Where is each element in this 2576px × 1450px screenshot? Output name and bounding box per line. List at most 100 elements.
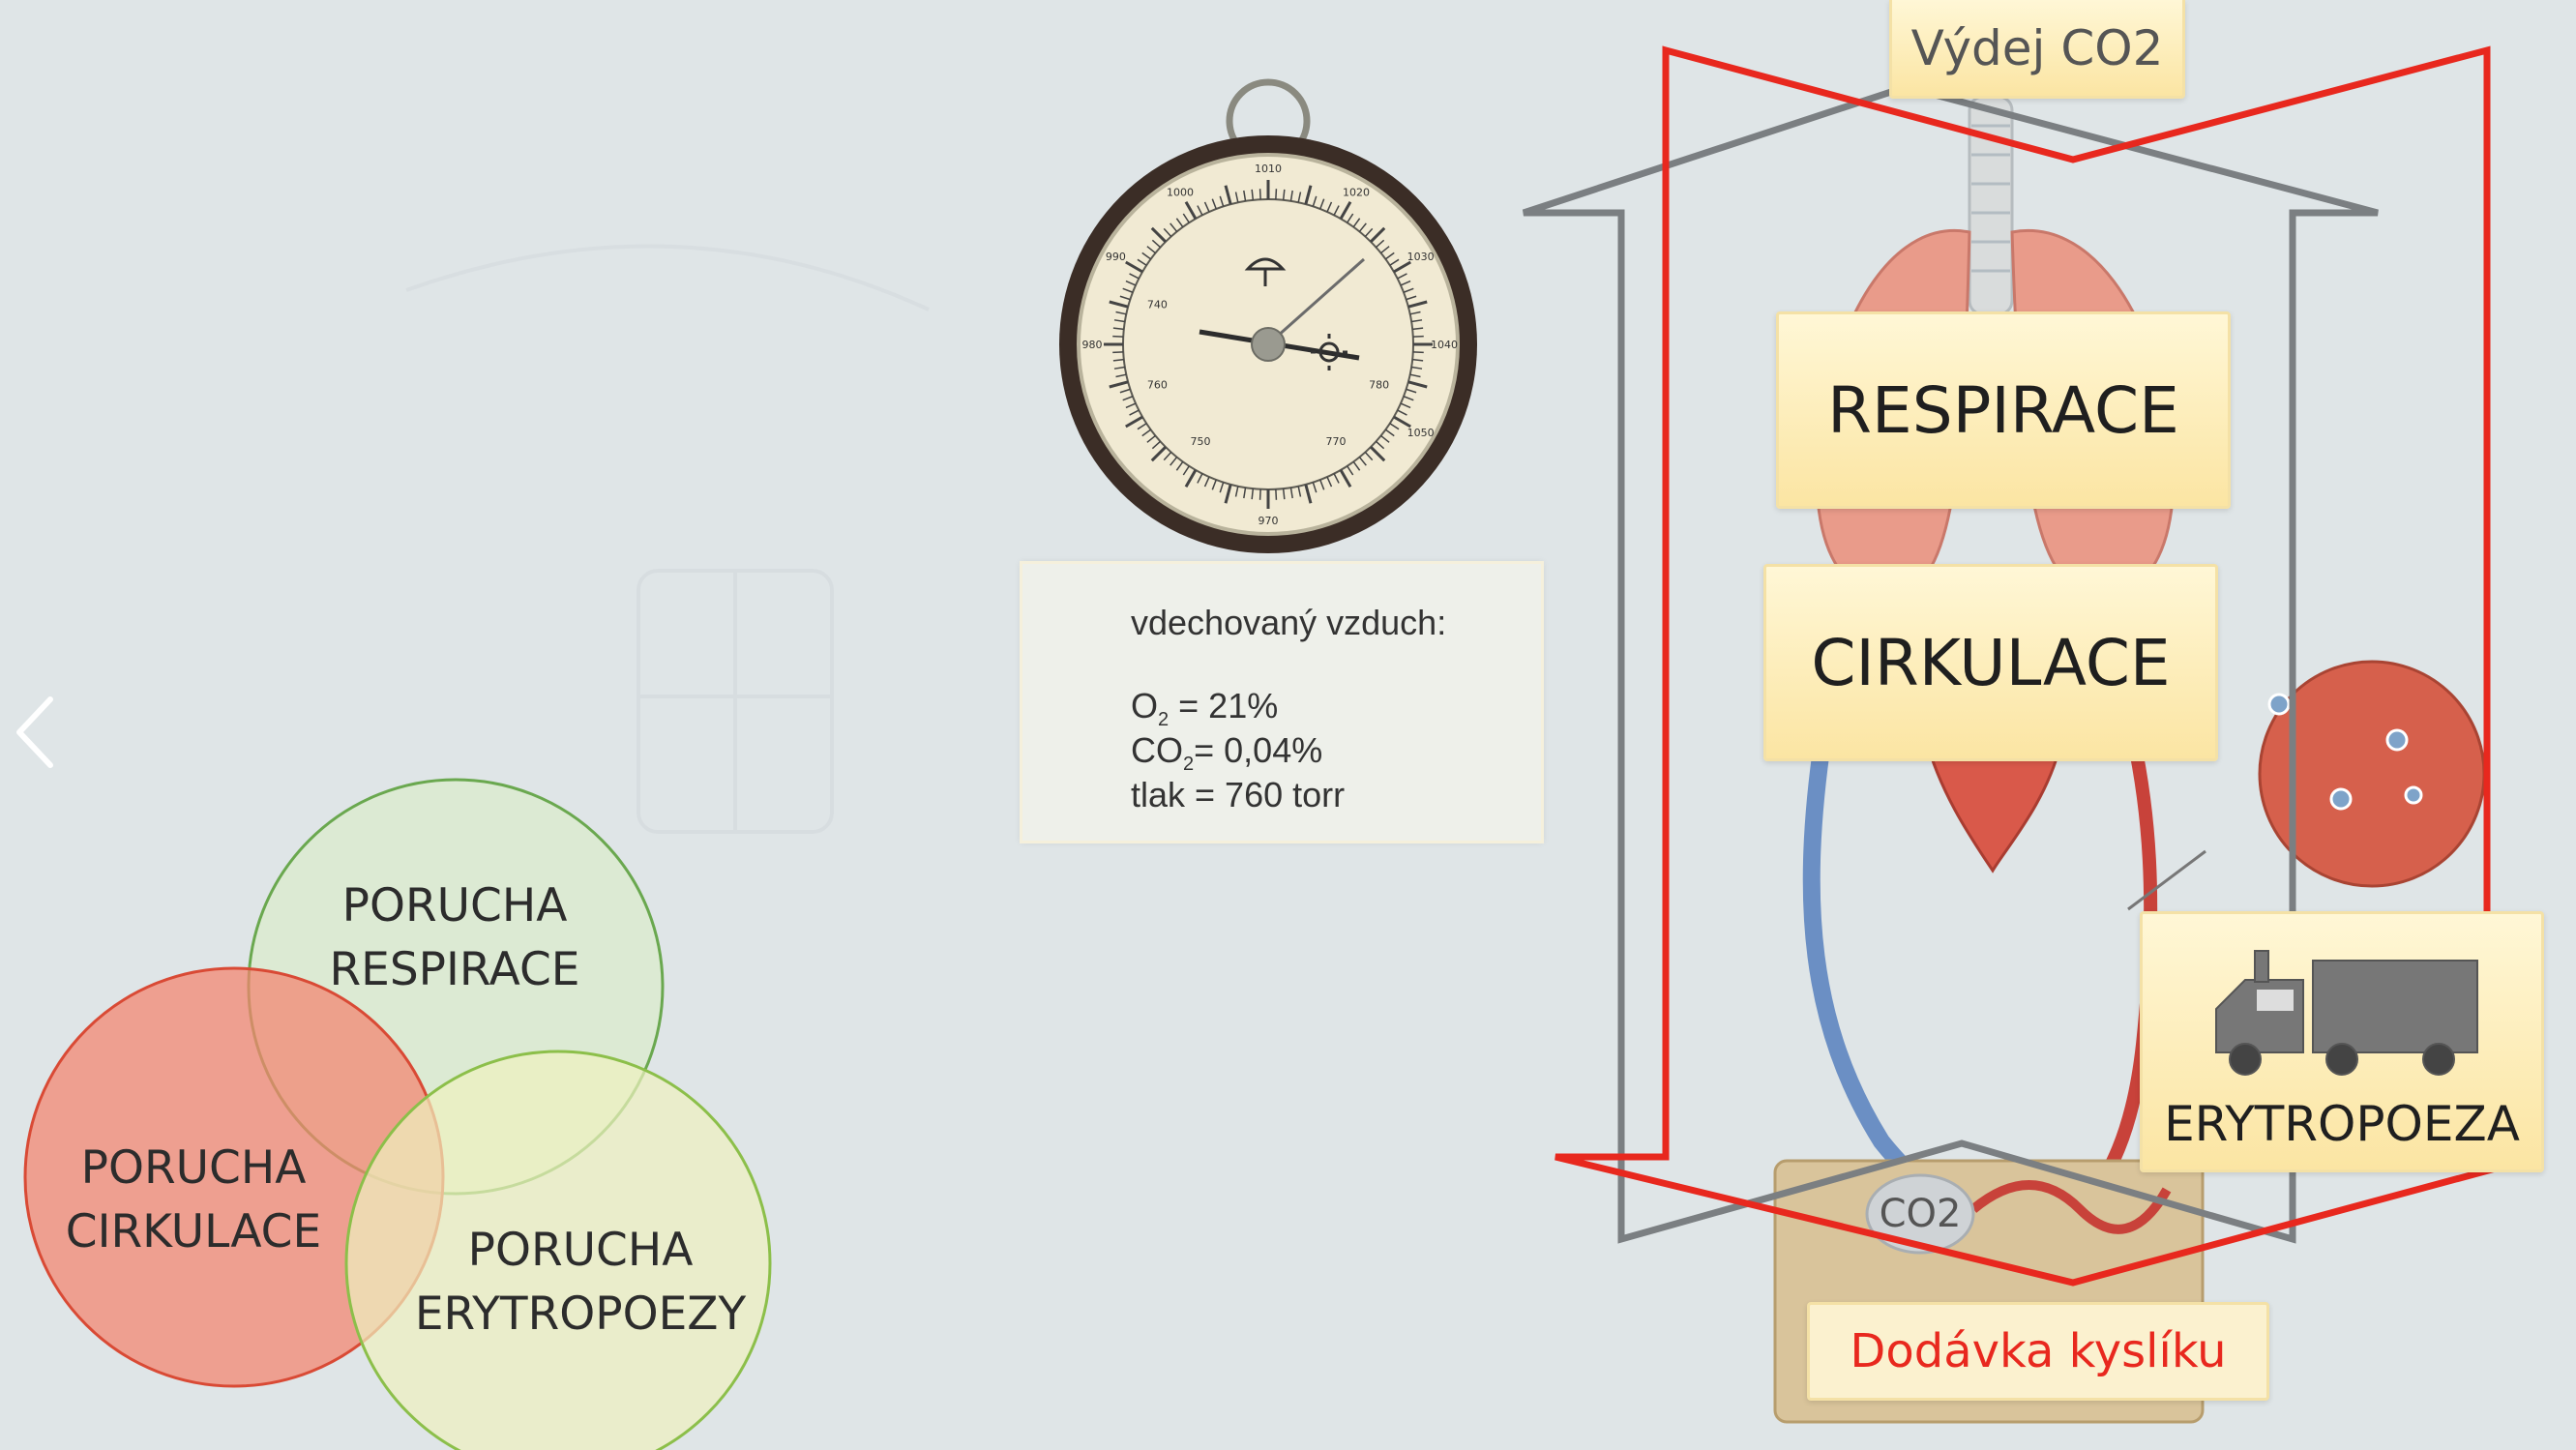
barometer-tick xyxy=(1151,239,1162,249)
barometer-tick xyxy=(1389,258,1400,266)
barometer-tick xyxy=(1347,213,1354,223)
barometer-tick xyxy=(1406,295,1417,301)
barometer-tick xyxy=(1364,451,1374,461)
barometer-tick xyxy=(1403,287,1414,293)
barometer-tick xyxy=(1384,429,1395,437)
barometer-tick xyxy=(1109,380,1129,389)
barometer-tick xyxy=(1407,300,1428,309)
barometer-tick xyxy=(1375,239,1385,249)
barometer-tick xyxy=(1319,198,1325,210)
barometer-tick xyxy=(1412,335,1424,338)
cirkulace-label: CIRKULACE xyxy=(1763,564,2218,761)
dodavka-kysliku-label: Dodávka kyslíku xyxy=(1807,1302,2269,1401)
barometer-scale-label: 1050 xyxy=(1407,427,1435,439)
barometer-tick xyxy=(1304,484,1313,504)
barometer-tick xyxy=(1339,201,1352,220)
umbrella-icon xyxy=(1244,257,1287,286)
barometer-tick xyxy=(1400,402,1411,409)
barometer-tick xyxy=(1125,415,1143,429)
barometer-tick xyxy=(1411,319,1423,323)
barometer-tick xyxy=(1393,260,1411,274)
barometer-tick xyxy=(1411,366,1423,370)
barometer-tick xyxy=(1197,473,1203,484)
barometer-scale-label: 1030 xyxy=(1407,251,1435,263)
barometer-tick xyxy=(1347,465,1354,476)
barometer-tick xyxy=(1115,373,1127,378)
barometer-tick xyxy=(1163,451,1172,461)
barometer-tick xyxy=(1339,469,1352,488)
barometer-tick xyxy=(1333,473,1340,484)
barometer-tick xyxy=(1319,479,1325,490)
barometer-scale-label: 1010 xyxy=(1255,163,1282,175)
barometer-tick xyxy=(1370,226,1386,243)
pressure-value: tlak = 760 torr xyxy=(1131,775,1346,814)
barometer-tick xyxy=(1150,446,1167,462)
barometer-tick xyxy=(1137,423,1147,430)
barometer-tick xyxy=(1275,189,1278,200)
barometer-tick xyxy=(1403,396,1414,401)
barometer-tick xyxy=(1219,482,1225,493)
venn-circle-erytropoezy xyxy=(344,1050,772,1450)
barometer-tick xyxy=(1113,366,1125,370)
barometer-scale-label: 990 xyxy=(1106,251,1126,263)
barometer-tick xyxy=(1150,226,1167,243)
barometer-tick xyxy=(1370,446,1386,462)
inhaled-air-info-box: vdechovaný vzduch: O2 = 21% CO2= 0,04% t… xyxy=(1020,561,1544,843)
barometer-tick xyxy=(1203,476,1210,488)
barometer-tick xyxy=(1234,486,1239,497)
barometer-tick xyxy=(1380,434,1390,443)
barometer-tick xyxy=(1282,488,1286,500)
barometer-tick xyxy=(1112,327,1124,331)
barometer-tick xyxy=(1297,486,1302,497)
barometer-tick xyxy=(1326,476,1333,488)
barometer-tick xyxy=(1380,246,1390,254)
respirace-label: RESPIRACE xyxy=(1776,311,2231,509)
barometer-tick xyxy=(1163,227,1172,238)
barometer-scale-label: 1020 xyxy=(1343,186,1370,198)
barometer-tick xyxy=(1234,192,1239,203)
barometer-tick xyxy=(1389,423,1400,430)
barometer-tick xyxy=(1146,434,1156,443)
barometer-scale-label: 1040 xyxy=(1431,339,1458,351)
barometer-tick xyxy=(1358,457,1367,466)
barometer-tick xyxy=(1184,469,1198,488)
barometer-tick xyxy=(1211,479,1217,490)
barometer-tick xyxy=(1175,460,1184,471)
magnifier-line xyxy=(2127,849,2206,911)
barometer-tick xyxy=(1412,358,1424,362)
erytropoeza-label: ERYTROPOEZA xyxy=(2140,911,2544,1172)
barometer-tick xyxy=(1412,327,1424,331)
barometer-tick xyxy=(1409,311,1421,315)
barometer-tick xyxy=(1184,201,1198,220)
co2-bubble-label: CO2 xyxy=(1880,1192,1962,1236)
barometer-tick xyxy=(1125,402,1137,409)
barometer-tick xyxy=(1224,484,1232,504)
barometer-tick xyxy=(1364,227,1374,238)
previous-slide-button[interactable] xyxy=(6,689,64,776)
barometer-tick xyxy=(1384,252,1395,260)
barometer-tick xyxy=(1137,258,1147,266)
barometer-tick xyxy=(1219,195,1225,207)
barometer-tick xyxy=(1112,335,1124,338)
barometer-tick xyxy=(1129,273,1140,280)
barometer-tick xyxy=(1141,252,1152,260)
barometer-tick xyxy=(1258,189,1261,200)
barometer-hub xyxy=(1251,327,1286,362)
co2-bubble xyxy=(1865,1173,1975,1255)
barometer-tick xyxy=(1304,185,1313,205)
barometer-tick xyxy=(1412,351,1424,354)
barometer-tick xyxy=(1203,201,1210,213)
barometer-scale-label: 780 xyxy=(1369,379,1389,392)
sun-icon xyxy=(1311,334,1347,370)
barometer-tick xyxy=(1409,373,1421,378)
barometer-tick xyxy=(1289,190,1293,201)
barometer-tick xyxy=(1282,189,1286,200)
barometer-tick xyxy=(1175,218,1184,228)
barometer-tick xyxy=(1109,300,1129,309)
barometer-tick xyxy=(1397,409,1407,416)
barometer-tick xyxy=(1326,201,1333,213)
capillary-bed xyxy=(1969,1180,2172,1234)
barometer-tick xyxy=(1119,388,1131,394)
